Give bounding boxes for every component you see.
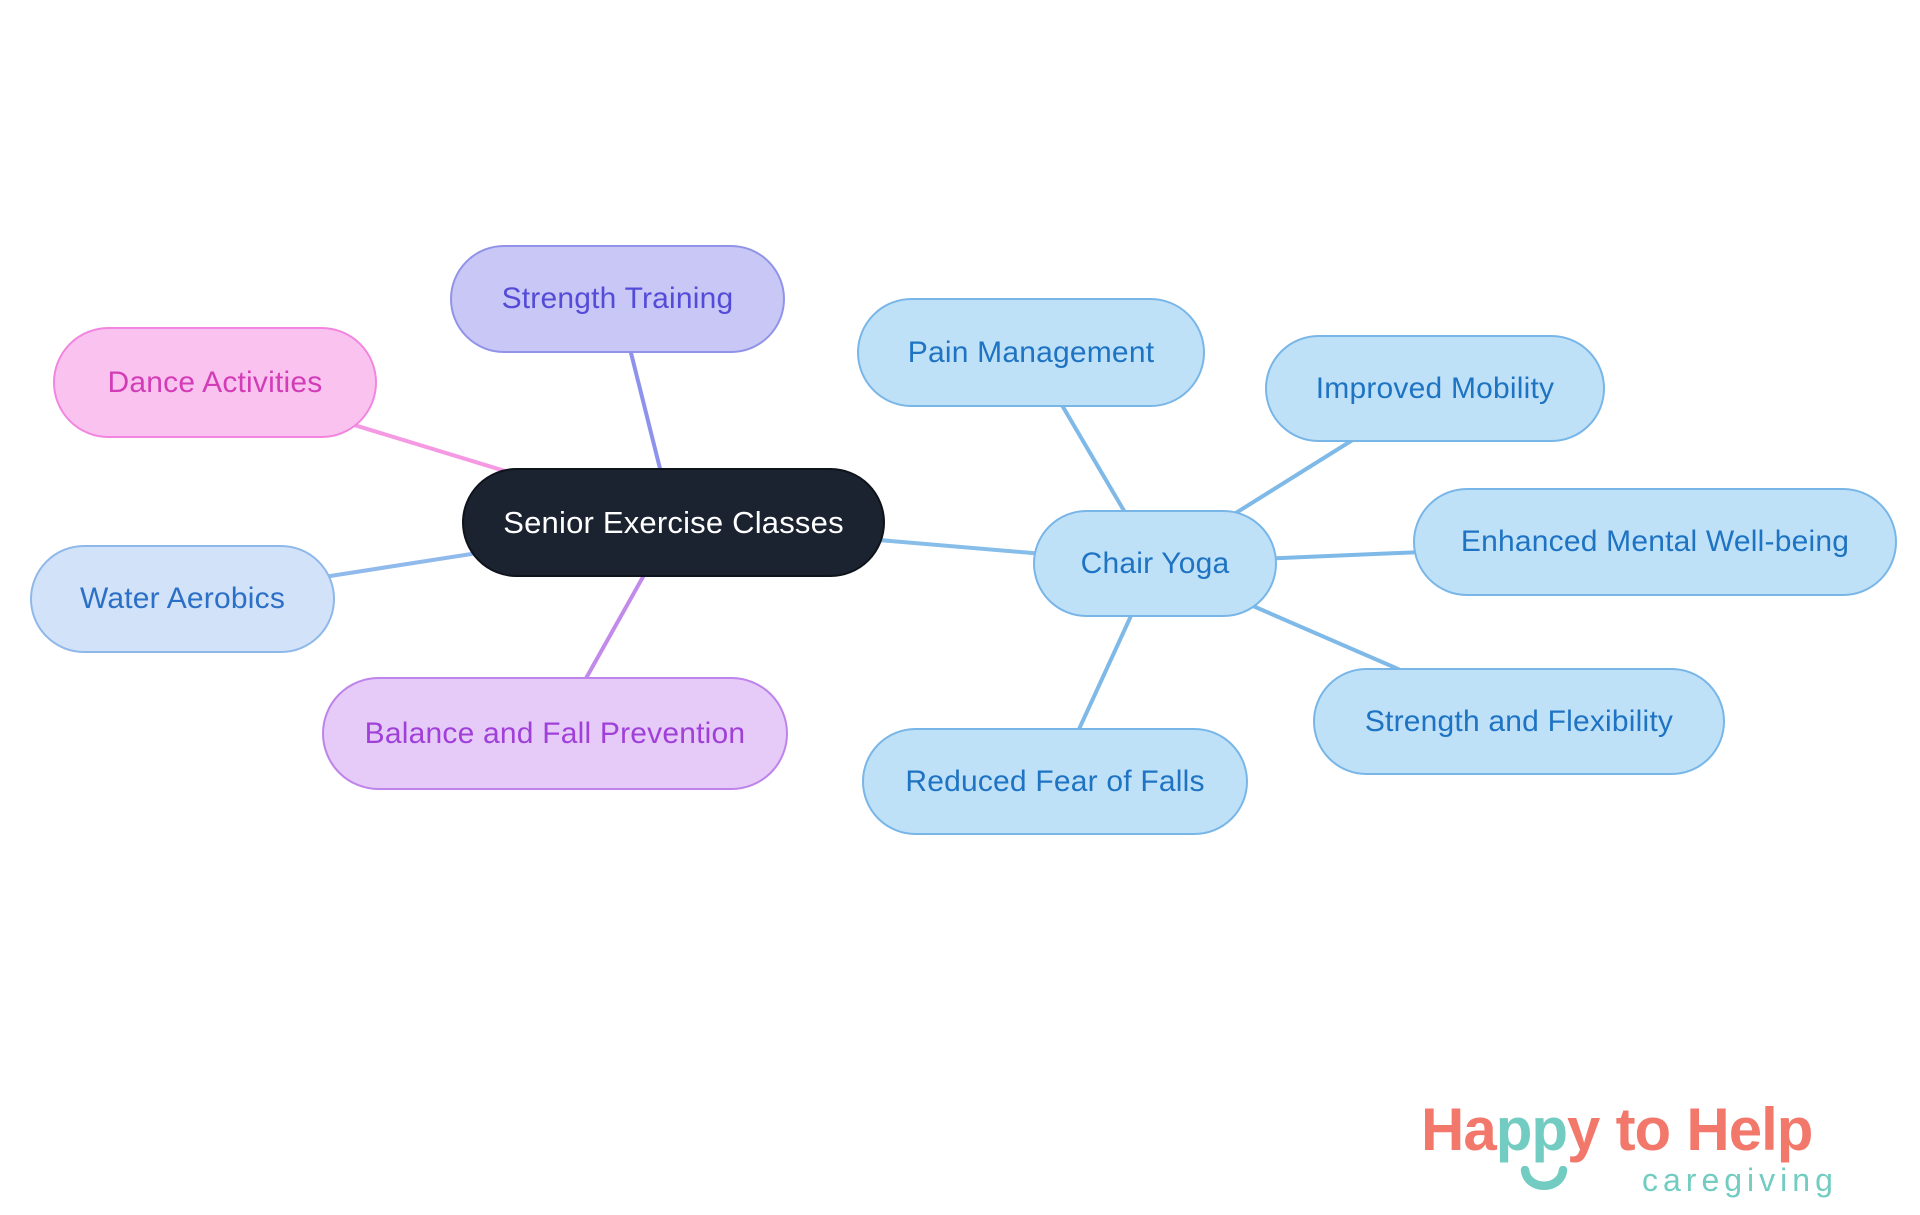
logo-tagline: caregiving: [1642, 1162, 1838, 1198]
mindmap-node-strength-training: Strength Training: [450, 245, 785, 353]
mindmap-node-chair-yoga: Chair Yoga: [1033, 510, 1277, 617]
mindmap-node-improved-mobility: Improved Mobility: [1265, 335, 1605, 442]
smile-icon: [1520, 1166, 1568, 1190]
mindmap-node-strength-and-flexibility: Strength and Flexibility: [1313, 668, 1725, 775]
mindmap-node-pain-management: Pain Management: [857, 298, 1205, 407]
logo-text-pp-eyes: pp: [1495, 1096, 1568, 1163]
logo-text-ha: Ha: [1421, 1096, 1497, 1163]
mindmap-node-enhanced-mental-well-being: Enhanced Mental Well-being: [1413, 488, 1897, 596]
mindmap-node-central: Senior Exercise Classes: [462, 468, 885, 577]
mindmap-node-reduced-fear-of-falls: Reduced Fear of Falls: [862, 728, 1248, 835]
logo-text-help: Help: [1686, 1096, 1813, 1163]
mindmap-node-dance-activities: Dance Activities: [53, 327, 377, 438]
mindmap-node-balance-and-fall-prevention: Balance and Fall Prevention: [322, 677, 788, 790]
mindmap-node-water-aerobics: Water Aerobics: [30, 545, 335, 653]
logo-text-to: to: [1615, 1096, 1672, 1163]
logo-text-y: y: [1567, 1096, 1600, 1163]
